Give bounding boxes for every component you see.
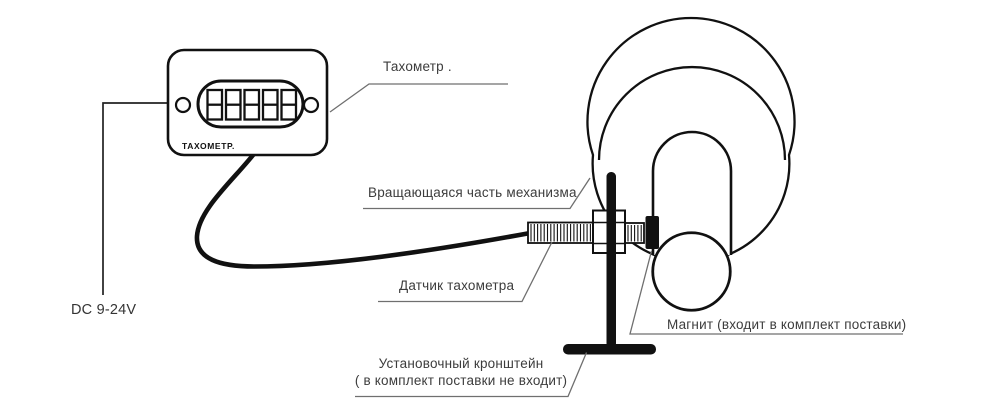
sensor-thread-right-hatch <box>627 225 642 242</box>
mounting-hole-right <box>302 96 320 114</box>
mounting-hole-left <box>174 96 192 114</box>
label-power: DC 9-24V <box>71 302 137 318</box>
label-bracket: Установочный кронштейн ( в комплект пост… <box>352 355 570 389</box>
rotor-hub-circle <box>651 231 732 312</box>
label-magnet: Магнит (входит в комплект поставки) <box>667 317 907 332</box>
bracket-post <box>606 172 616 348</box>
label-rotating-part: Вращающаяся часть механизма <box>368 185 577 200</box>
display-digits <box>206 88 298 121</box>
rotor-u-slot <box>651 130 733 255</box>
label-bracket-line2: ( в комплект поставки не входит) <box>354 373 568 388</box>
leader-magnet <box>629 250 903 335</box>
sensor-thread-left-hatch <box>530 224 591 242</box>
label-bracket-line1: Установочный кронштейн <box>378 356 544 371</box>
tachometer-unit <box>166 48 329 157</box>
label-sensor: Датчик тахометра <box>399 278 515 293</box>
label-tachometer: Тахометр . <box>383 59 452 74</box>
rotor-inner-rim-arc <box>597 65 787 161</box>
leader-sensor <box>378 241 553 303</box>
magnet <box>645 216 659 249</box>
leader-rotating-part <box>363 177 591 210</box>
power-wire <box>102 102 168 295</box>
leader-tachometer <box>329 83 508 113</box>
device-brand-label: ТАХОМЕТР. <box>182 141 235 151</box>
bracket-base <box>563 344 656 355</box>
leader-bracket <box>355 352 588 398</box>
sensor-cable <box>194 147 530 269</box>
